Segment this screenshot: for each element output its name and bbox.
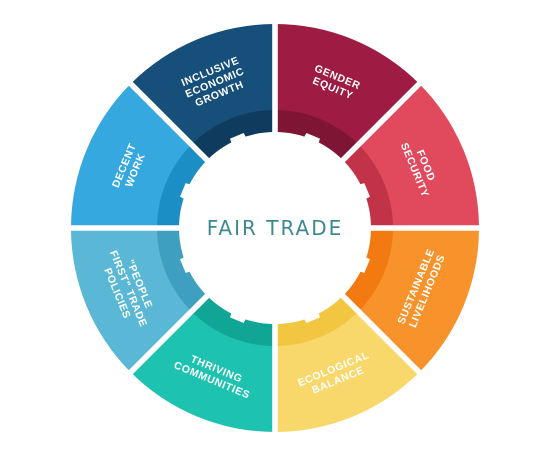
- gear-tooth: [180, 183, 200, 204]
- segment-inner-food-security: [342, 144, 393, 228]
- segment-sustainable-livelihoods: SUSTAINABLELIVELIHOODS: [342, 228, 479, 373]
- segment-gender-equity: GENDEREQUITY: [275, 24, 420, 161]
- gear-tooth: [299, 303, 320, 323]
- segment-divider: [336, 78, 425, 167]
- segment-thriving-communities: THRIVINGCOMMUNITIES: [130, 295, 275, 432]
- segment-outer-sustainable-livelihoods: [357, 228, 479, 373]
- segments-group: GENDEREQUITYFOODSECURITYSUSTAINABLELIVEL…: [67, 20, 483, 436]
- segment-outer-people-first-trade-policies: [71, 228, 193, 373]
- segment-divider: [125, 289, 214, 378]
- gear-tooth: [230, 303, 251, 323]
- segment-outer-food-security: [357, 83, 479, 228]
- gear-tooth: [230, 133, 251, 153]
- segment-outer-gender-equity: [275, 24, 420, 146]
- segment-divider: [336, 289, 425, 378]
- segment-decent-work: DECENTWORK: [71, 83, 208, 228]
- center-disc: [187, 140, 363, 316]
- segment-inner-inclusive-economic-growth: [191, 110, 275, 161]
- segment-outer-inclusive-economic-growth: [130, 24, 275, 146]
- gear-tooth: [299, 133, 320, 153]
- gear-teeth-group: [180, 133, 370, 323]
- segment-divider: [125, 78, 214, 167]
- segment-inner-people-first-trade-policies: [157, 228, 208, 312]
- segment-inclusive-economic-growth: INCLUSIVEECONOMICGROWTH: [130, 24, 275, 161]
- gear-tooth: [350, 183, 370, 204]
- segment-outer-ecological-balance: [275, 310, 420, 432]
- segment-inner-gender-equity: [275, 110, 359, 161]
- segment-food-security: FOODSECURITY: [342, 83, 479, 228]
- segment-inner-thriving-communities: [191, 295, 275, 346]
- segment-inner-decent-work: [156, 144, 208, 228]
- center-title: FAIR TRADE: [207, 216, 344, 240]
- segment-inner-ecological-balance: [275, 295, 359, 346]
- segment-outer-thriving-communities: [130, 310, 275, 432]
- segment-inner-sustainable-livelihoods: [342, 228, 393, 312]
- segment-outer-decent-work: [71, 83, 193, 228]
- segment-ecological-balance: ECOLOGICALBALANCE: [275, 295, 420, 432]
- segment-people-first-trade-policies: "PEOPLEFIRST" TRADEPOLICIES: [71, 228, 208, 373]
- gear-tooth: [350, 252, 370, 273]
- gear-tooth: [180, 252, 200, 273]
